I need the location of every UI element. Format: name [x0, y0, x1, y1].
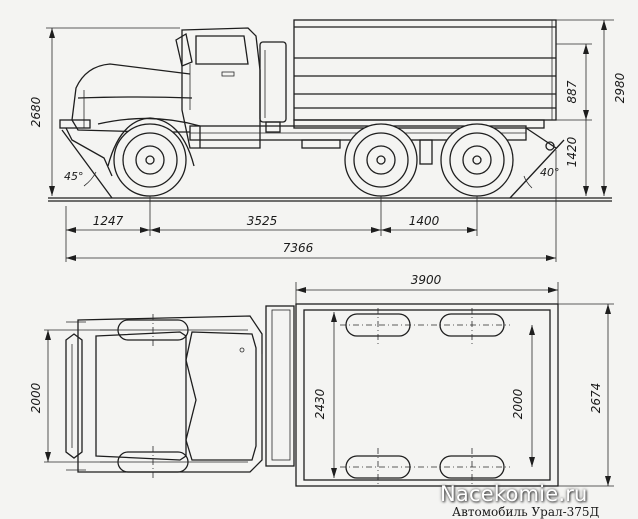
- dim-label-track-width: 2000: [29, 382, 43, 413]
- dim-track-width: [44, 329, 118, 463]
- dim-label-front-overhang: 1247: [93, 214, 124, 228]
- watermark-text: Nacekomie.ru: [440, 482, 588, 506]
- top-front-bumper: [65, 321, 86, 471]
- dim-label-rear-track: 2000: [511, 388, 525, 419]
- departure-angle-label: 40°: [540, 166, 560, 179]
- top-rear-wheels: [340, 308, 510, 484]
- top-cargo-body: [265, 303, 559, 487]
- angle-lines: [61, 129, 565, 199]
- front-wheel: [107, 117, 195, 197]
- dim-label-platform-height: 1420: [565, 136, 579, 167]
- dim-label-rear-axle-spacing: 1400: [409, 214, 440, 228]
- dim-right-verticals: [556, 19, 614, 196]
- cargo-body: [293, 19, 557, 129]
- dim-label-overall-height: 2680: [29, 96, 43, 127]
- dim-label-wheelbase: 3525: [247, 214, 278, 228]
- dim-horizontal-row1: [65, 150, 557, 262]
- front-bumper: [59, 119, 113, 177]
- top-front-wheels: [100, 314, 248, 478]
- side-view: 45° 40° 2680 2980 887 1420: [29, 19, 627, 262]
- dim-label-body-inner-width: 2430: [313, 388, 327, 419]
- top-view: 2000 3900 2430 2000: [29, 273, 614, 487]
- dim-label-overall-width: 2674: [589, 383, 603, 414]
- figure-caption: Автомобиль Урал-375Д: [452, 505, 600, 519]
- dim-overall-width: [558, 303, 614, 487]
- dim-label-body-side-height: 887: [565, 80, 579, 103]
- approach-angle-label: 45°: [64, 170, 84, 183]
- fuel-tank: [259, 41, 287, 133]
- dim-overall-length: [66, 255, 556, 261]
- dim-body-length: [295, 282, 559, 304]
- rear-wheel-1: [344, 123, 418, 197]
- dim-label-body-height-total: 2980: [613, 72, 627, 103]
- dim-label-overall-length: 7366: [283, 241, 314, 255]
- dim-body-inner-width: [331, 312, 337, 478]
- rear-wheel-2: [440, 123, 514, 197]
- dim-rear-track: [529, 325, 535, 467]
- dim-overall-height: [46, 27, 180, 196]
- dim-label-body-length: 3900: [411, 273, 442, 287]
- cab: [175, 27, 261, 149]
